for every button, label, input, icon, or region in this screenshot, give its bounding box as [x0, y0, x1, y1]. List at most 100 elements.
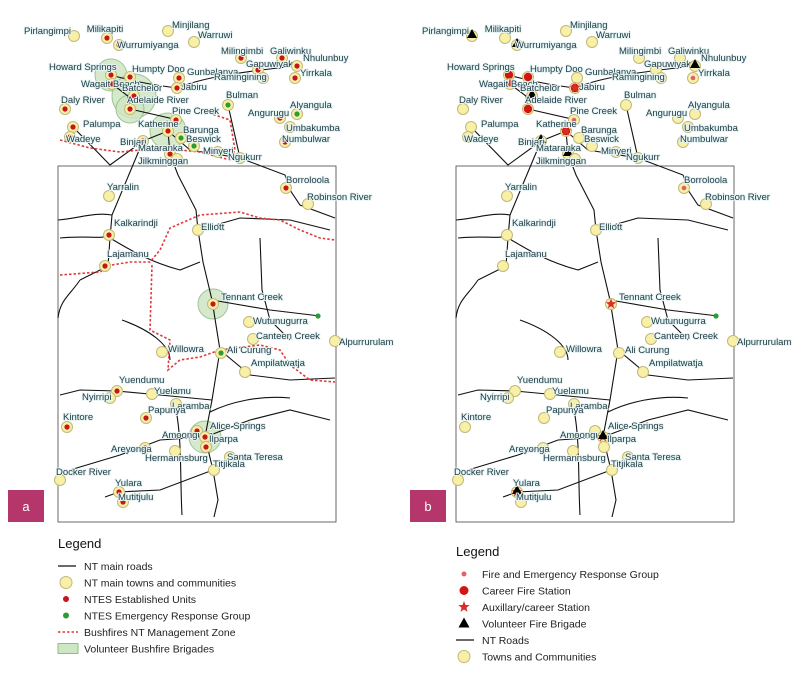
town-marker	[103, 190, 115, 202]
place-label: Hermannsburg	[543, 453, 606, 464]
place-minjilang-b: Minjilang	[560, 19, 609, 37]
place-label: Humpty Doo	[530, 64, 583, 75]
place-label: Beswick	[186, 134, 221, 145]
road-b-13	[657, 237, 689, 341]
place-label: Yuendumu	[119, 375, 164, 386]
place-tennant-creek-a: Tennant Creek	[207, 291, 284, 310]
fire-response-group-marker	[690, 75, 696, 81]
place-yuendumu-b: Yuendumu	[509, 374, 563, 397]
town-marker	[620, 99, 632, 111]
town-marker	[501, 229, 513, 241]
place-label: Minyeri	[601, 146, 632, 157]
established-unit-marker	[114, 388, 120, 394]
place-mutitjulu-b: Mutitjulu	[515, 491, 552, 508]
place-yarralin-a: Yarralin	[103, 181, 140, 202]
place-gunbalanya-b: Gunbalanya	[571, 66, 638, 84]
place-wagait-beach-b: Wagait Beach	[478, 78, 539, 91]
legend-career-symbol	[459, 586, 469, 595]
town-marker	[727, 335, 739, 347]
place-pine-creek-b: Pine Creek	[568, 105, 618, 126]
place-label: Tennant Creek	[619, 292, 681, 303]
volunteer-brigade-marker	[536, 134, 546, 143]
place-jilkminggan-b: Jilkminggan	[535, 153, 587, 168]
place-label: Batchelor	[122, 83, 162, 94]
place-santa-teresa-b: Santa Teresa	[622, 451, 683, 464]
town-marker	[515, 496, 527, 508]
place-label: Angurugu	[248, 108, 289, 119]
legend-triangle-symbol	[458, 617, 470, 628]
established-unit-marker	[174, 85, 180, 91]
volunteer-brigade-marker	[512, 485, 522, 494]
town-marker	[568, 398, 580, 410]
place-label: Jabiru	[579, 82, 605, 93]
place-label: Wadeye	[464, 134, 499, 145]
legend-item-label: NT Roads	[482, 635, 529, 647]
panel-tag-label: a	[22, 499, 30, 514]
place-yirrkala-b: Yirrkala	[687, 67, 732, 84]
place-milingimbi-a: Milingimbi	[220, 45, 264, 64]
place-wadeye-a: Wadeye	[64, 131, 102, 146]
town-marker	[68, 30, 80, 42]
place-mataranka-b: Mataranka	[535, 142, 583, 160]
established-unit-marker	[210, 301, 216, 307]
place-alpurrurulam-a: Alpurrurulam	[329, 335, 394, 349]
place-label: Santa Teresa	[227, 452, 284, 463]
place-batchelor-b: Batchelor	[519, 82, 561, 102]
place-yulara-a: Yulara	[113, 477, 144, 498]
established-unit-marker	[194, 428, 200, 434]
legend-item-label: NTES Emergency Response Group	[84, 611, 250, 623]
place-jabiru-b: Jabiru	[569, 81, 606, 94]
place-binjari-b: Binjari	[517, 134, 547, 149]
place-label: Kintore	[63, 412, 93, 423]
road-a-11	[227, 104, 241, 159]
road-b-20	[519, 319, 569, 361]
established-unit-marker	[282, 139, 288, 145]
place-label: Laramba	[172, 401, 210, 412]
town-marker	[170, 398, 182, 410]
legend-item-label: NT main towns and communities	[84, 578, 236, 590]
established-unit-marker	[255, 67, 261, 73]
place-adelaide-river-b: Adelaide River	[522, 94, 588, 115]
established-unit-marker	[116, 489, 122, 495]
aux-station-marker	[569, 82, 581, 93]
legend-item-career-fire-station: Career Fire Station	[459, 586, 571, 598]
place-label: Mataranka	[536, 143, 582, 154]
town-marker	[677, 136, 689, 148]
place-robinson-river-a: Robinson River	[302, 191, 373, 210]
legend-item-volunteer-bushfire-brigades: Volunteer Bushfire Brigades	[57, 643, 214, 656]
place-tennant-creek-b: Tennant Creek	[605, 291, 682, 310]
established-unit-marker	[127, 106, 133, 112]
town-marker	[462, 131, 474, 143]
legend-item-towns-and-communities: Towns and Communities	[457, 650, 596, 664]
legend-item-ntes-emergency-response-group: NTES Emergency Response Group	[63, 611, 250, 623]
road-a-9	[109, 237, 201, 271]
place-label: Willowra	[566, 344, 603, 355]
road-b-12	[595, 217, 729, 231]
place-label: Beswick	[584, 134, 619, 145]
town-marker	[633, 52, 645, 64]
response-group-marker	[178, 135, 184, 141]
place-kintore-a: Kintore	[61, 411, 94, 433]
town-marker	[569, 153, 581, 165]
legend-item-label: Bushfires NT Management Zone	[84, 627, 236, 639]
town-marker	[208, 464, 220, 476]
place-label: Minjilang	[172, 20, 210, 31]
town-marker	[457, 103, 469, 115]
road-a-19	[219, 349, 336, 381]
established-unit-marker	[279, 55, 285, 61]
town-marker	[284, 121, 296, 133]
town-marker	[538, 412, 550, 424]
place-label: Areyonga	[111, 444, 152, 455]
place-label: Humpty Doo	[132, 64, 185, 75]
aux-station-marker	[504, 78, 516, 89]
town-marker	[192, 224, 204, 236]
town-marker	[452, 474, 464, 486]
place-ampilatwatja-b: Ampilatwatja	[637, 357, 705, 378]
place-label: Lajamanu	[505, 249, 547, 260]
legend-item-volunteer-fire-brigade: Volunteer Fire Brigade	[458, 617, 587, 631]
road-a-14	[211, 299, 321, 317]
place-label: Elliott	[599, 222, 623, 233]
place-label: Pine Creek	[172, 106, 219, 117]
road-b-9	[507, 237, 599, 271]
